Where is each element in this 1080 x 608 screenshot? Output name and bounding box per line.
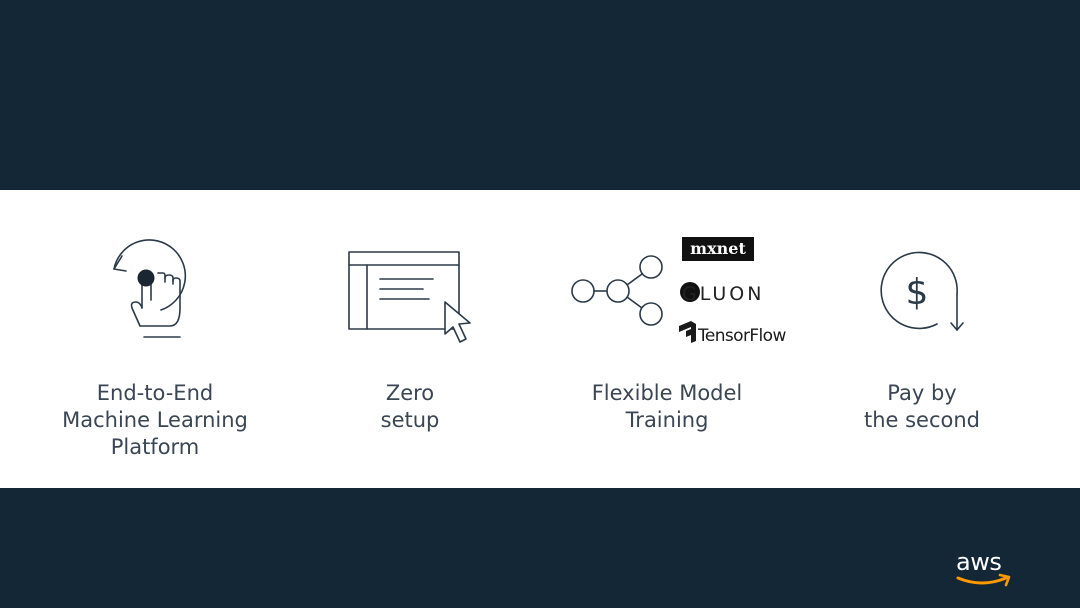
aws-logo-text: aws <box>956 548 1002 576</box>
features-band: End-to-End Machine Learning Platform Zer… <box>0 190 1080 488</box>
caption-line: Pay by <box>887 381 957 405</box>
feature-end-to-end: End-to-End Machine Learning Platform <box>20 190 290 488</box>
caption-line: Machine Learning <box>62 408 248 432</box>
aws-smile-icon <box>956 573 1011 587</box>
aws-logo: aws <box>950 548 1020 592</box>
mxnet-logo-text: mxnet <box>690 239 746 258</box>
feature-caption: Flexible Model Training <box>532 380 802 434</box>
caption-line: Platform <box>110 435 200 459</box>
caption-line: setup <box>380 408 440 432</box>
feature-zero-setup: Zero setup <box>275 190 545 488</box>
feature-caption: Zero setup <box>275 380 545 434</box>
feature-caption: Pay by the second <box>787 380 1057 434</box>
gluon-logo <box>680 282 700 302</box>
touch-cycle-icon <box>20 190 290 370</box>
gluon-logo-text: GLUON <box>682 283 764 305</box>
caption-line: End-to-End <box>96 381 214 405</box>
tensorflow-logo <box>679 321 696 343</box>
window-cursor-icon <box>275 190 545 370</box>
caption-line: the second <box>863 408 981 432</box>
tensorflow-logo-text: TensorFlow <box>697 326 786 346</box>
dollar-symbol: $ <box>906 272 929 313</box>
feature-pay-per-second: $ Pay by the second <box>787 190 1057 488</box>
caption-line: Zero <box>385 381 435 405</box>
caption-line: Flexible Model <box>591 381 743 405</box>
caption-line: Training <box>625 408 709 432</box>
dollar-clock-icon: $ <box>787 190 1057 370</box>
mxnet-logo <box>682 237 754 261</box>
feature-flexible-training: mxnet GLUON TensorFlow Flexible Model Tr… <box>532 190 802 488</box>
model-graph-icon: mxnet GLUON TensorFlow <box>532 190 802 370</box>
feature-caption: End-to-End Machine Learning Platform <box>20 380 290 461</box>
